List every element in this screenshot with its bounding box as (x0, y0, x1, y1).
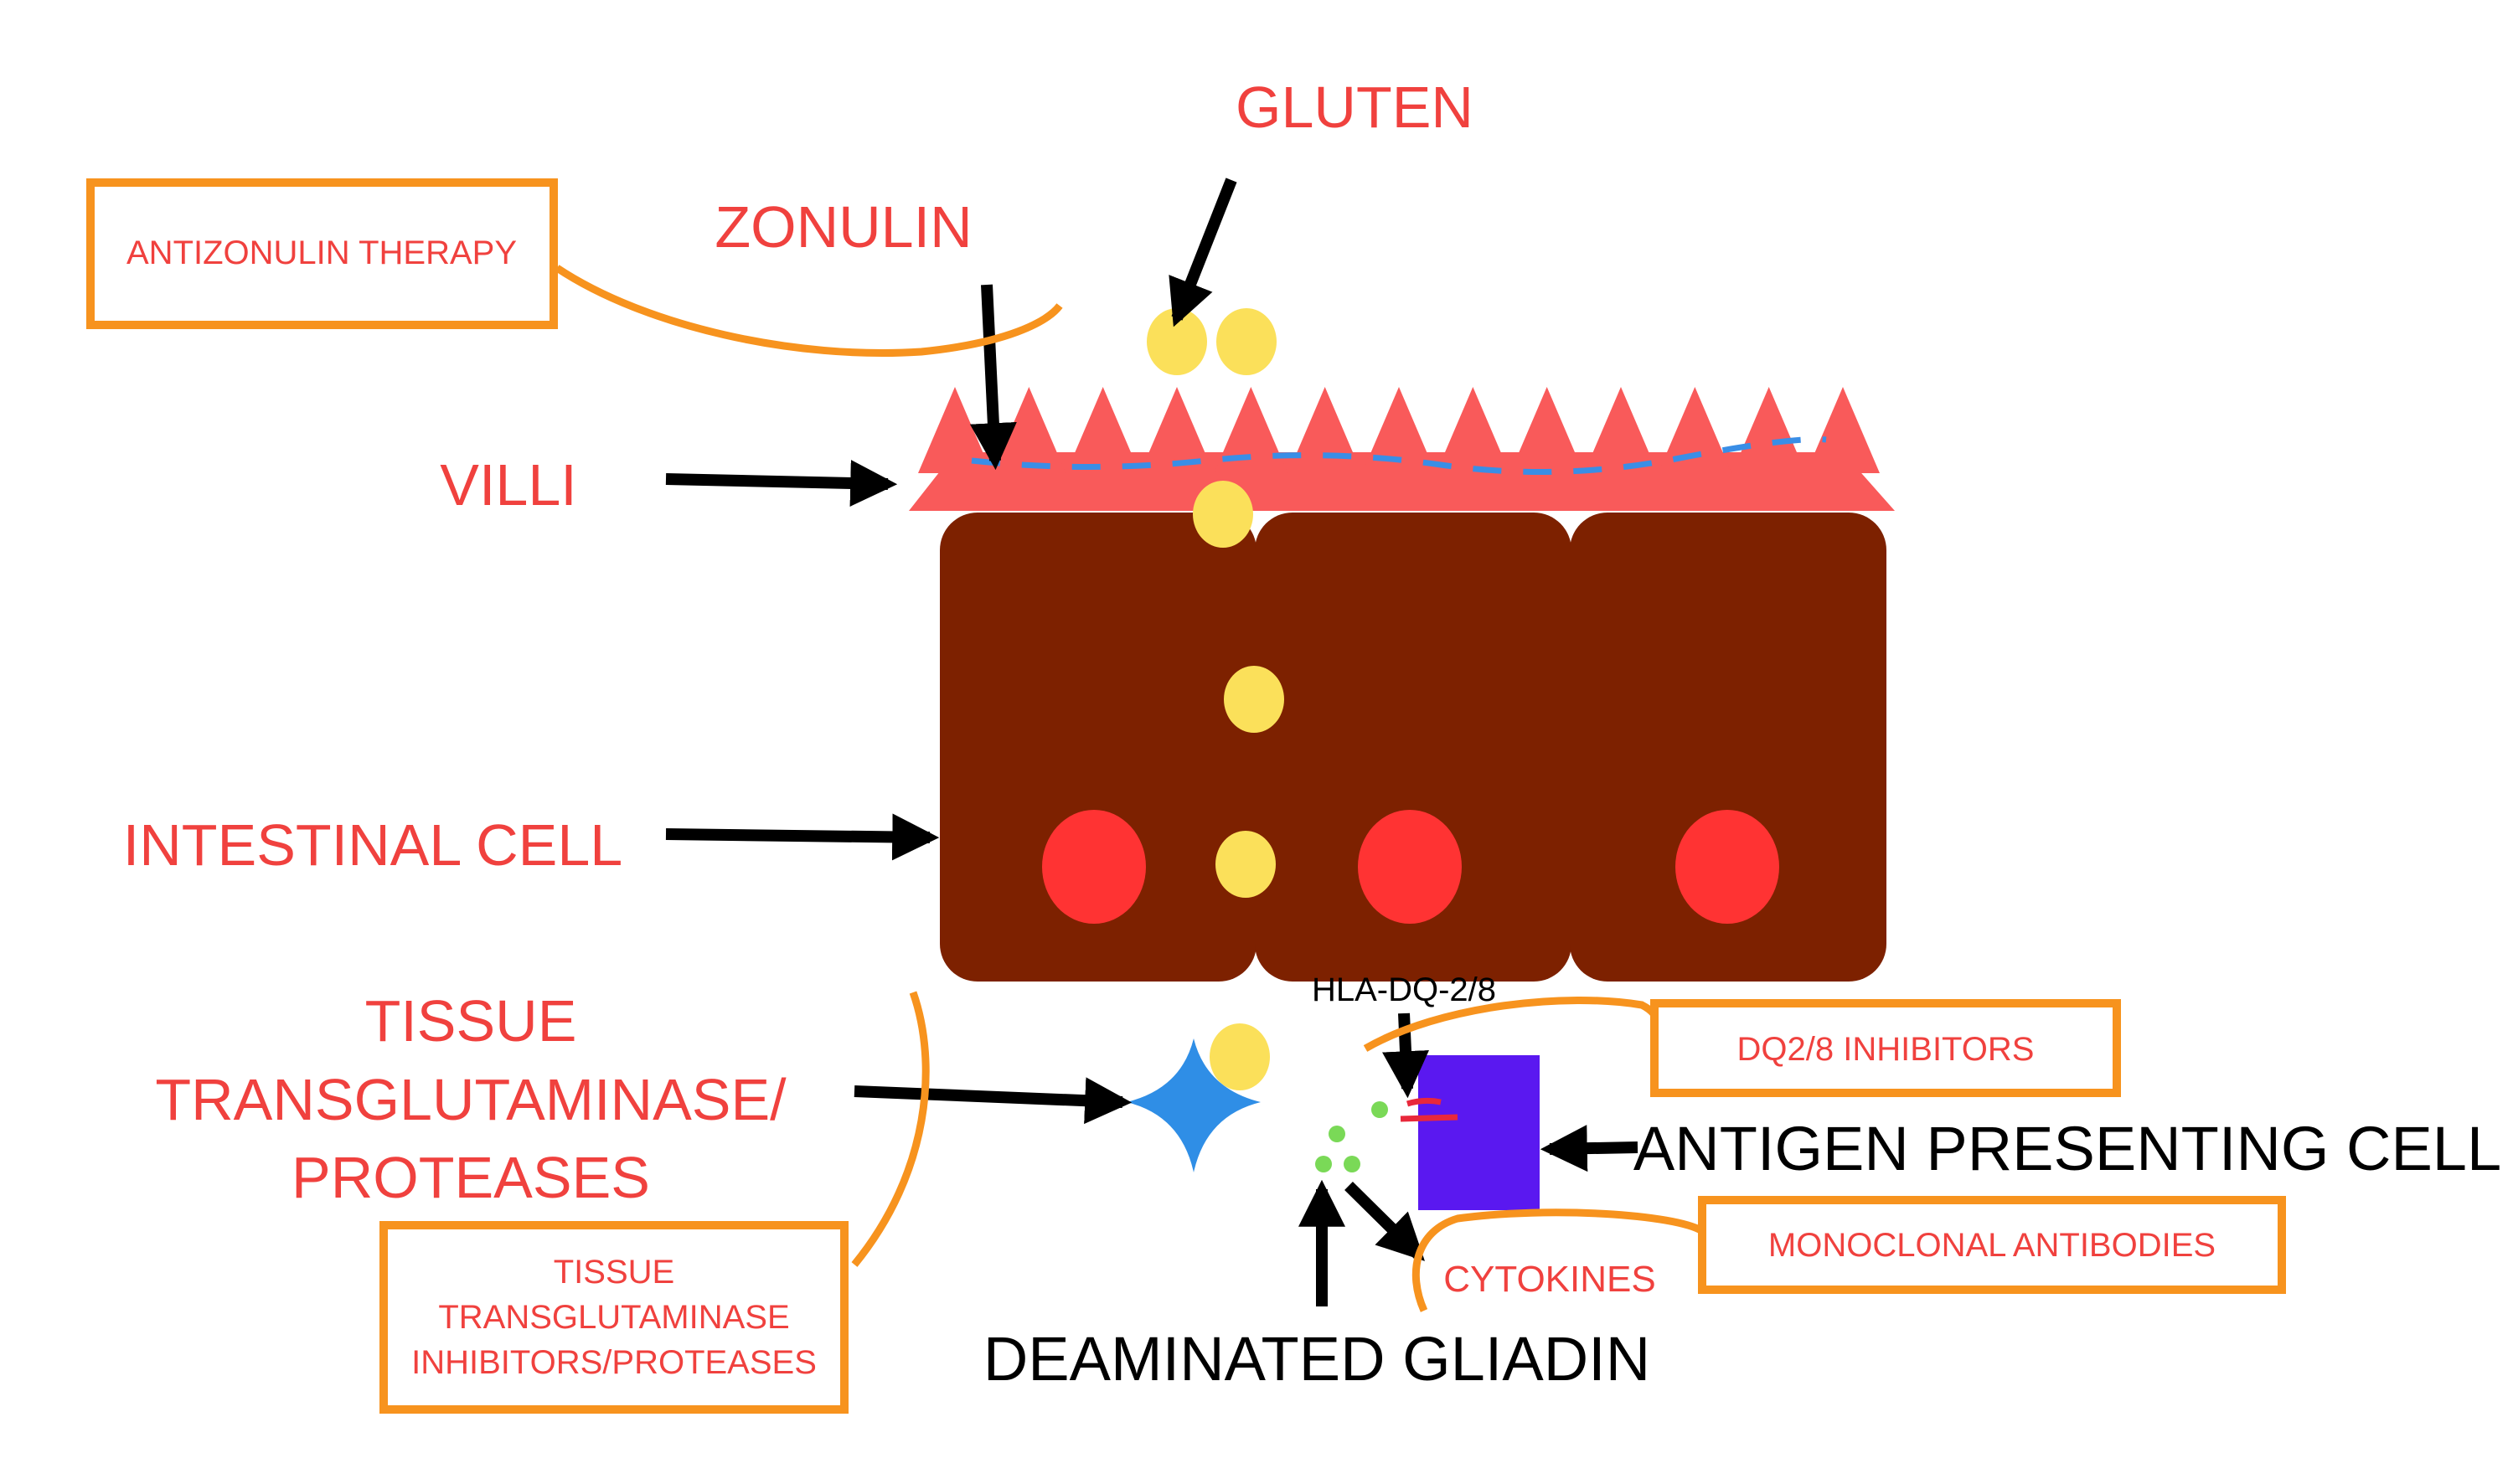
villus-tooth (1731, 387, 1806, 473)
villus-tooth (1287, 387, 1362, 473)
villus-tooth (1214, 387, 1288, 473)
deaminated-gliadin-label: DEAMINATED GLIADIN (983, 1324, 1650, 1394)
gliadin-dot (1344, 1156, 1360, 1172)
gluten-arrow (1169, 178, 1237, 327)
gluten-label: GLUTEN (1236, 75, 1473, 140)
intestinal-cell-2 (1255, 513, 1571, 982)
hla-label: HLA-DQ-2/8 (1312, 971, 1496, 1008)
monoclonal-antibodies-text: MONOCLONAL ANTIBODIES (1768, 1227, 2216, 1264)
villus-tooth (1658, 387, 1732, 473)
ttg-inhibitors-text-line2: TRANSGLUTAMINASE (438, 1299, 789, 1336)
apc-label: ANTIGEN PRESENTING CELL (1633, 1114, 2501, 1183)
villi-layer (909, 387, 1895, 511)
dq-inhibitors-text: DQ2/8 INHIBITORS (1737, 1031, 2035, 1068)
intestinal-cells (940, 513, 1886, 982)
intestinal-cell-arrow (665, 813, 940, 861)
zonulin-label: ZONULIN (715, 194, 972, 260)
apc-arrow (1540, 1125, 1638, 1172)
antigen-presenting-cell (1418, 1055, 1540, 1210)
antizonulin-curve (555, 265, 1063, 358)
villus-tooth (1362, 387, 1436, 473)
intestinal-cell-1 (940, 513, 1256, 982)
villi-label: VILLI (440, 452, 576, 518)
intestinal-cell-label: INTESTINAL CELL (123, 812, 622, 878)
tight-junction-line (971, 435, 1827, 476)
monoclonal-curve (1411, 1208, 1705, 1312)
ttg-inhibitors-box (379, 1221, 849, 1414)
ttg-label-line2: TRANSGLUTAMINASE/ (155, 1067, 787, 1132)
villus-tooth (992, 387, 1066, 473)
ttg-arrow (854, 1077, 1133, 1125)
gluten-particle (1216, 308, 1277, 375)
villus-tooth (1436, 387, 1510, 473)
gluten-particle (1210, 1023, 1270, 1090)
dq-inhibitors-box (1650, 999, 2121, 1097)
villi-teeth (918, 387, 1880, 473)
therapy-boxes (86, 178, 2286, 1414)
hla-arrow (1382, 1013, 1429, 1099)
gluten-particle (1224, 666, 1284, 733)
intestinal-cell-3 (1570, 513, 1886, 982)
gliadin-dot (1329, 1126, 1345, 1142)
ttg-inhibitor-curve (851, 991, 930, 1267)
ttg-label-line1: TISSUE (365, 988, 577, 1054)
villus-tooth (1140, 387, 1214, 473)
villus-tooth (1806, 387, 1880, 473)
arrows (665, 178, 1638, 1306)
ttg-inhibitors-text-line1: TISSUE (554, 1254, 674, 1291)
villus-tooth (1066, 387, 1140, 473)
villi-arrow (665, 459, 898, 507)
gluten-particle (1193, 481, 1253, 548)
monoclonal-antibodies-box (1698, 1196, 2286, 1294)
antizonulin-therapy-box (86, 178, 558, 329)
nucleus-2 (1358, 810, 1462, 924)
ttg-label-line3: PROTEASES (292, 1145, 650, 1210)
ttg-inhibitors-text-line3: INHIBITORS/PROTEASES (411, 1344, 817, 1381)
hla-receptor (1400, 1097, 1458, 1122)
tissue-transglutaminase-enzyme (1127, 1038, 1261, 1172)
gliadin-dot (1315, 1156, 1332, 1172)
antizonulin-therapy-text: ANTIZONULIN THERAPY (126, 234, 517, 271)
villus-tooth (1509, 387, 1584, 473)
cytokines-label: CYTOKINES (1443, 1259, 1655, 1300)
cytokine-arrow (1344, 1182, 1425, 1261)
nucleus-1 (1042, 810, 1146, 924)
nucleus-3 (1675, 810, 1779, 924)
deaminated-gliadin-dots (1315, 1101, 1388, 1172)
zonulin-arrow (969, 284, 1017, 471)
gluten-particles (1147, 308, 1284, 1090)
gliadin-dot (1371, 1101, 1388, 1118)
villus-tooth (1584, 387, 1658, 473)
gluten-particle (1215, 831, 1276, 898)
